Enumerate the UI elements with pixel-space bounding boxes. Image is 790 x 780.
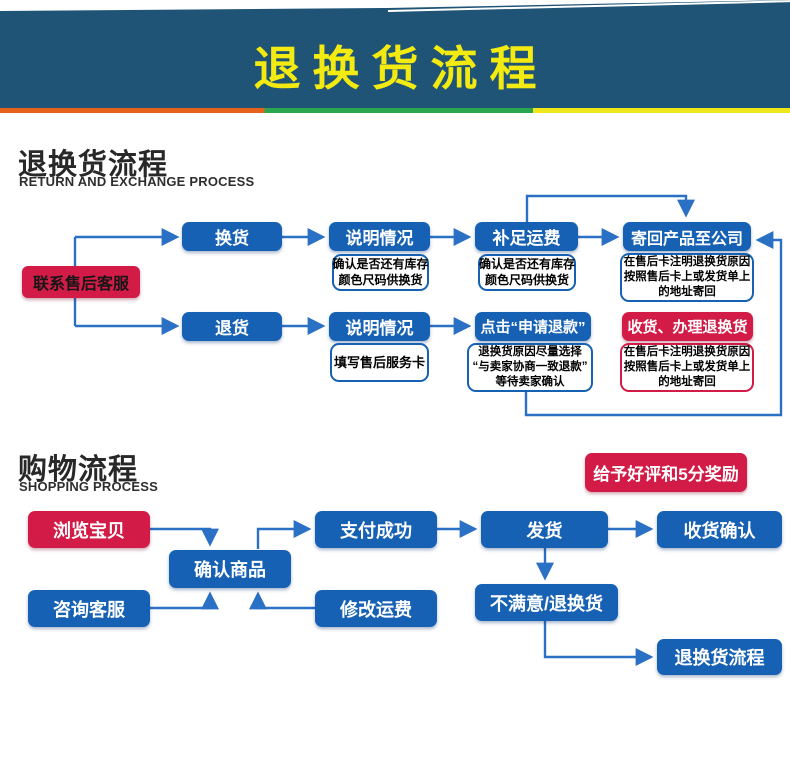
note-shipping: 确认是否还有库存 颜色尺码供换货 [478,254,576,291]
note-refund: 退换货原因尽量选择 “与卖家协商一致退款” 等待卖家确认 [467,343,593,392]
node-reward: 给予好评和5分奖励 [585,453,747,492]
arrow-unsatisfied-returnflow [545,621,654,666]
note-explain-2: 填写售后服务卡 [330,343,429,382]
node-consult: 咨询客服 [28,590,150,627]
node-apply-refund: 点击“申请退款” [475,312,591,341]
section1-title: 退换货流程 [18,149,169,181]
section2-subtitle: SHOPPING PROCESS [19,479,159,494]
tricolor-stripe [0,108,790,113]
node-explain-2: 说明情况 [329,312,430,341]
section2-title: 购物流程 [18,454,139,486]
node-receive-process: 收货、办理退换货 [622,312,753,341]
node-return: 退货 [182,312,282,341]
note-explain-1: 确认是否还有库存 颜色尺码供换货 [332,254,429,291]
node-confirm: 确认商品 [169,550,291,588]
arrow-consult-confirm [150,591,219,610]
section1-subtitle: RETURN AND EXCHANGE PROCESS [19,174,255,189]
node-return-flow: 退换货流程 [657,639,782,675]
arrow-confirm-pay [258,520,312,549]
node-unsatisfied: 不满意/退换货 [475,584,618,621]
note-send-back: 在售后卡注明退换货原因 按照售后卡上或发货单上 的地址寄回 [620,253,754,302]
node-explain-1: 说明情况 [329,222,430,251]
node-contact-service: 联系售后客服 [22,266,140,298]
node-browse: 浏览宝贝 [28,511,150,548]
node-shipping-fee: 补足运费 [475,222,578,251]
node-modify-shipping: 修改运费 [315,590,437,627]
arrow-shipping-loop-sendback [527,196,695,222]
arrow-browse-confirm [150,529,219,547]
arrow-modify-confirm [249,591,315,610]
node-exchange: 换货 [182,222,282,251]
arrow-refund-sendback [526,231,781,415]
node-send-back: 寄回产品至公司 [623,222,751,251]
header-banner [0,0,790,113]
node-ship: 发货 [481,511,608,548]
node-receive-confirm: 收货确认 [657,511,782,548]
note-receive: 在售后卡注明退换货原因 按照售后卡上或发货单上 的地址寄回 [620,343,754,392]
node-pay: 支付成功 [315,511,437,548]
